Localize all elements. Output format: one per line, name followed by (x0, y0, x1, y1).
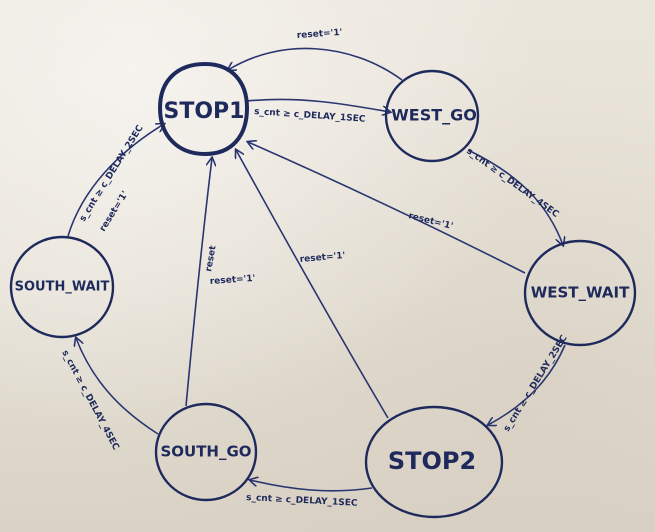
transition-westwait-to-stop1 (248, 142, 526, 274)
transition-southwait-to-stop1 (67, 124, 164, 237)
states-layer: STOP1 WEST_GO WEST_WAIT STOP2 SOUTH_GO S (9, 61, 637, 519)
transition-stop1-to-westgo (246, 98, 390, 112)
state-label-stop2: STOP2 (388, 447, 476, 475)
state-label-south-wait: SOUTH_WAIT (15, 280, 110, 295)
state-south-wait: SOUTH_WAIT (9, 235, 115, 339)
transition-southgo-to-southwait (76, 338, 159, 435)
state-west-go: WEST_GO (384, 69, 480, 163)
transition-label-stop2-to-southgo: s_cnt ≥ c_DELAY_1SEC (246, 493, 358, 509)
transition-extra-label-southgo: reset (204, 244, 219, 272)
transition-westwait-to-stop2 (488, 344, 566, 425)
state-shape-stop1 (157, 61, 250, 157)
state-south-go: SOUTH_GO (154, 402, 258, 502)
state-west-wait: WEST_WAIT (523, 239, 637, 347)
transition-label-stop2-to-stop1: reset='1' (299, 251, 345, 265)
state-label-west-go: WEST_GO (391, 106, 477, 125)
transition-stop2-to-stop1 (236, 150, 389, 419)
transition-label-westgo-to-stop1: reset='1' (297, 28, 343, 41)
state-shape-west-go (384, 69, 480, 163)
transition-label-westwait-to-stop1: reset='1' (407, 211, 454, 232)
transition-westgo-to-stop1 (228, 47, 403, 81)
state-shape-south-go (154, 402, 258, 502)
state-label-south-go: SOUTH_GO (160, 443, 251, 461)
state-stop1: STOP1 (157, 61, 250, 157)
state-shape-stop2 (364, 405, 504, 519)
transition-southgo-to-stop1 (185, 158, 212, 407)
transition-stop2-to-southgo (250, 480, 373, 492)
transition-label-southgo-to-southwait: s_cnt ≥ c_DELAY_4SEC (59, 349, 120, 453)
transition-label-stop1-to-westgo: s_cnt ≥ c_DELAY_1SEC (254, 107, 366, 125)
state-stop2: STOP2 (364, 405, 504, 519)
transition-label-southgo-to-stop1: reset='1' (210, 274, 256, 287)
transition-label-westwait-to-stop2: s_cnt ≥ c_DELAY_2SEC (502, 333, 570, 433)
transition-westgo-to-westwait (467, 149, 563, 245)
state-shape-west-wait (523, 239, 637, 347)
state-label-west-wait: WEST_WAIT (531, 284, 630, 302)
state-shape-south-wait (9, 235, 115, 339)
transition-label-westgo-to-westwait: s_cnt ≥ c_DELAY_4SEC (464, 146, 560, 220)
state-label-stop1: STOP1 (164, 99, 245, 124)
